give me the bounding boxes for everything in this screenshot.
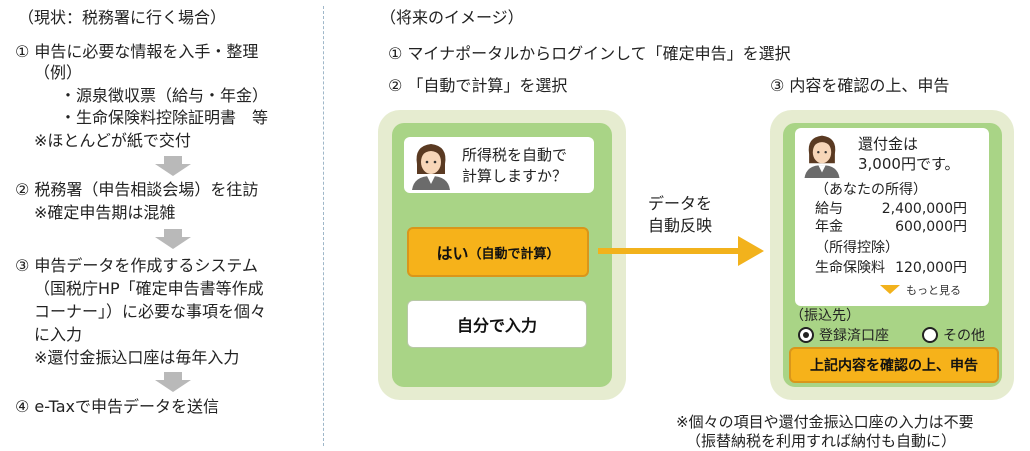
future-step3: ③ 内容を確認の上、申告 (770, 76, 950, 95)
pension-label: 年金 (815, 219, 843, 235)
down-arrow-icon (155, 156, 191, 176)
arrow-label-line2: 自動反映 (648, 216, 713, 235)
pension-value: 600,000円 (895, 219, 967, 235)
auto-calc-label: はい (436, 244, 469, 263)
step3-line4: に入力 (34, 325, 83, 344)
triangle-down-icon (880, 285, 900, 294)
left-heading: （現状：税務署に行く場合） (18, 8, 227, 27)
column-divider (323, 6, 324, 446)
radio-registered-label: 登録済口座 (819, 328, 889, 344)
radio-registered-account[interactable]: 登録済口座 (798, 326, 889, 344)
radio-unselected-indicator (922, 327, 938, 343)
step2-note: ※確定申告期は混雑 (34, 203, 176, 222)
step1-example: （例） (34, 63, 83, 82)
step3-line2: （国税庁HP「確定申告書等作成 (34, 279, 264, 298)
step1-title: ① 申告に必要な情報を入手・整理 (15, 42, 259, 61)
radio-other-label: その他 (943, 328, 985, 344)
manual-input-button[interactable]: 自分で入力 (407, 300, 587, 348)
woman-operator-icon (412, 144, 450, 190)
manual-input-label: 自分で入力 (456, 316, 537, 335)
right-arrow-icon (598, 236, 764, 266)
radio-other-account[interactable]: その他 (922, 326, 985, 344)
insurance-value: 120,000円 (895, 260, 967, 276)
salary-value: 2,400,000円 (881, 201, 967, 217)
show-more-link[interactable]: もっと見る (880, 282, 961, 298)
right-heading: （将来のイメージ） (380, 8, 524, 27)
auto-calc-button[interactable]: はい （自動で計算） (407, 227, 589, 277)
step3-note: ※還付金振込口座は毎年入力 (34, 348, 240, 367)
future-step1: ① マイナポータルからログインして「確定申告」を選択 (388, 44, 791, 63)
deduction-header: （所得控除） (815, 240, 899, 256)
step4-title: ④ e-Taxで申告データを送信 (15, 397, 219, 416)
salary-label: 給与 (815, 201, 843, 217)
down-arrow-icon (155, 372, 191, 392)
bubble-line2: 計算しますか？ (462, 167, 568, 185)
step1-item2: ・生命保険料控除証明書 等 (60, 108, 269, 127)
auto-calc-sublabel: （自動で計算） (468, 246, 560, 262)
submit-return-label: 上記内容を確認の上、申告 (810, 358, 978, 374)
future-step2: ② 「自動で計算」を選択 (388, 76, 568, 95)
footnote-line2: （振替納税を利用すれば納付も自動に） (686, 432, 957, 450)
radio-selected-indicator (798, 327, 814, 343)
arrow-label-line1: データを (648, 194, 713, 213)
step2-title: ② 税務署（申告相談会場）を往訪 (15, 180, 259, 199)
down-arrow-icon (155, 229, 191, 249)
submit-return-button[interactable]: 上記内容を確認の上、申告 (789, 347, 999, 383)
step3-line3: コーナー」）に必要な事項を個々 (34, 302, 267, 321)
step1-note: ※ほとんどが紙で交付 (34, 131, 191, 150)
bubble-line1: 所得税を自動で (462, 146, 568, 164)
refund-line1: 還付金は (858, 135, 919, 153)
step1-item1: ・源泉徴収票（給与・年金） (60, 86, 269, 105)
insurance-label: 生命保険料 (815, 260, 885, 276)
show-more-label: もっと見る (906, 284, 961, 297)
woman-operator-icon (804, 135, 840, 178)
footnote-line1: ※個々の項目や還付金振込口座の入力は不要 (676, 413, 974, 431)
step3-line1: ③ 申告データを作成するシステム (15, 256, 258, 275)
transfer-header: （振込先） (790, 308, 860, 324)
income-header: （あなたの所得） (815, 182, 927, 198)
refund-line2: 3,000円です。 (858, 155, 960, 173)
